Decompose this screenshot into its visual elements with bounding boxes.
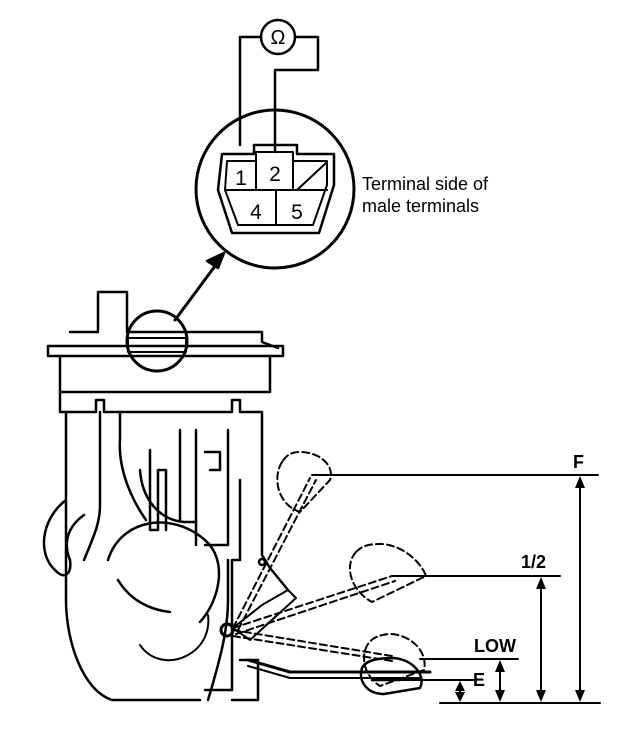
connector-outline [216, 143, 336, 235]
terminal-caption-line-2: male terminals [362, 196, 479, 216]
terminal-5-label: 5 [291, 201, 303, 224]
ohmmeter [238, 18, 320, 147]
ohmmeter-symbol: Ω [271, 27, 286, 49]
level-label-f: F [573, 452, 584, 472]
terminal-4-label: 4 [250, 201, 262, 224]
test-lead-terminal-2 [273, 35, 320, 142]
test-lead-terminal-1 [238, 35, 263, 147]
terminal-caption-line-1: Terminal side of [362, 174, 489, 194]
sending-unit-flange [46, 290, 285, 394]
terminal-1-label: 1 [235, 167, 247, 190]
arrow-heads [455, 476, 585, 702]
float-position-half [232, 543, 427, 635]
detail-arrow [173, 251, 226, 322]
magnifier-circle [194, 108, 356, 270]
terminal-2-label: 2 [269, 163, 281, 186]
level-reference-lines [311, 474, 601, 704]
level-label-half: 1/2 [521, 552, 546, 572]
float-position-full [232, 451, 332, 631]
level-label-e: E [473, 670, 485, 690]
blank-cavity-slash [296, 162, 327, 191]
float-position-low [232, 629, 426, 687]
connector-location-circle [125, 309, 189, 373]
level-label-low: LOW [474, 636, 516, 656]
connector-detail [194, 108, 356, 270]
sending-unit-body [42, 390, 290, 702]
